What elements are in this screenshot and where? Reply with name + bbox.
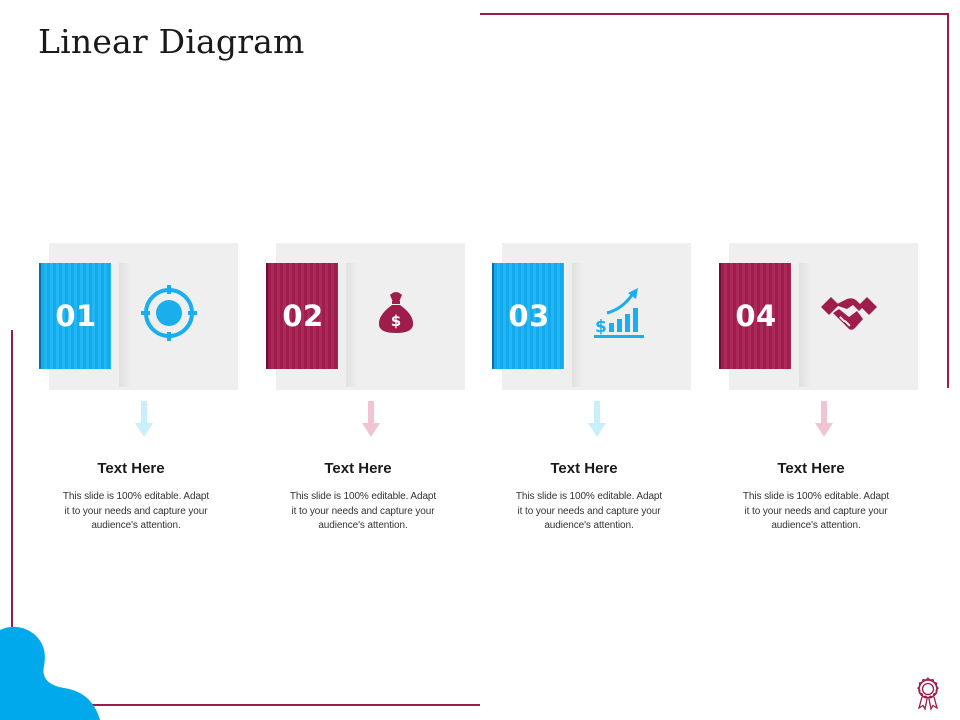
- decorative-blob: [0, 626, 100, 720]
- svg-text:$: $: [391, 312, 401, 330]
- step-number-tab: 02: [266, 263, 338, 369]
- step-description: This slide is 100% editable. Adapt it to…: [515, 491, 663, 531]
- down-arrow-icon: [362, 401, 380, 437]
- step-heading: Text Here: [97, 460, 165, 477]
- growth-chart-icon: $: [594, 288, 644, 338]
- down-arrow-icon: [815, 401, 833, 437]
- page-title: Linear Diagram: [38, 22, 305, 61]
- frame-line-left: [11, 330, 13, 706]
- step-heading: Text Here: [324, 460, 392, 477]
- step-number: 04: [735, 299, 777, 333]
- step-number-tab: 03: [492, 263, 564, 369]
- step-number-tab: 04: [719, 263, 791, 369]
- frame-line-top: [480, 13, 949, 15]
- step-number-tab: 01: [39, 263, 111, 369]
- step-heading: Text Here: [550, 460, 618, 477]
- step-number: 03: [508, 299, 550, 333]
- svg-text:$: $: [595, 317, 607, 337]
- down-arrow-icon: [588, 401, 606, 437]
- step-description: This slide is 100% editable. Adapt it to…: [742, 491, 890, 531]
- handshake-icon: [821, 297, 877, 330]
- step-number: 02: [282, 299, 324, 333]
- down-arrow-icon: [135, 401, 153, 437]
- frame-line-right: [947, 13, 949, 388]
- frame-line-bottom: [11, 704, 480, 706]
- step-description: This slide is 100% editable. Adapt it to…: [62, 491, 210, 531]
- award-ribbon-icon: [917, 677, 939, 710]
- money-bag-icon: $: [378, 292, 414, 333]
- step-description: This slide is 100% editable. Adapt it to…: [289, 491, 437, 531]
- step-heading: Text Here: [777, 460, 845, 477]
- target-icon: [141, 285, 197, 341]
- step-number: 01: [55, 299, 97, 333]
